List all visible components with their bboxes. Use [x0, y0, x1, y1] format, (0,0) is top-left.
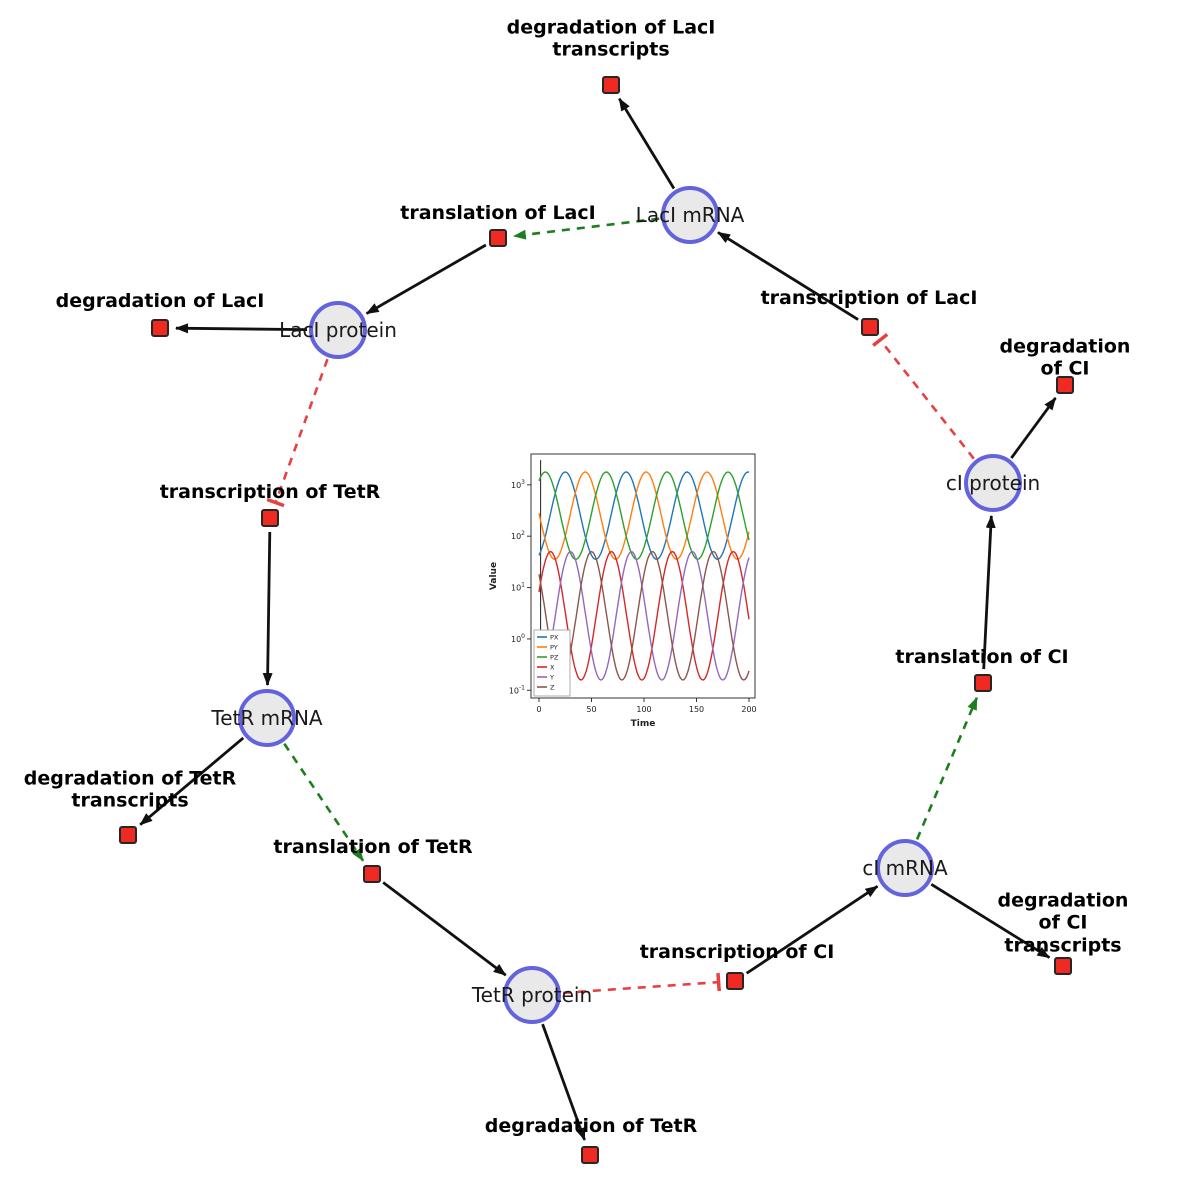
reaction-label-transcr_laci: transcription of LacI [760, 286, 978, 309]
edge-inhibitor-ci_protein-transcr_laci [872, 332, 975, 460]
reaction-node-transcr_laci[interactable] [861, 318, 879, 336]
edge-reactant-laci_protein-deg_laci [174, 323, 308, 334]
legend-box [533, 629, 571, 697]
reaction-node-deg_ci_tx[interactable] [1054, 957, 1072, 975]
reaction-label-deg_tetr: degradation of TetR [484, 1114, 698, 1137]
species-node-ci_mrna[interactable]: cI mRNA [862, 839, 948, 897]
edge-product-transcr_laci-laci_mrna [717, 231, 859, 321]
species-node-ci_protein[interactable]: cI protein [946, 454, 1040, 512]
y-tick-label: 100 [511, 633, 525, 644]
x-tick-label: 50 [586, 705, 596, 714]
reaction-node-transcr_tetr[interactable] [261, 509, 279, 527]
y-tick-label: 102 [511, 530, 525, 541]
reaction-node-deg_ci[interactable] [1056, 376, 1074, 394]
edge-product-transl_laci-laci_protein [365, 243, 487, 315]
reaction-node-deg_laci[interactable] [151, 319, 169, 337]
y-axis-label: Value [489, 562, 499, 590]
edge-inhibitor-laci_protein-transcr_tetr [266, 358, 329, 508]
species-label-tetr_protein: TetR protein [471, 983, 593, 1007]
edge-modifier-laci_mrna-transl_laci [512, 217, 660, 240]
legend-label-PX: PX [550, 634, 559, 642]
edge-reactant-ci_mrna-deg_ci_tx [930, 883, 1051, 959]
species-label-laci_mrna: LacI mRNA [635, 203, 745, 227]
reaction-label-deg_ci: degradation of CI [999, 335, 1131, 380]
series-line-X [538, 550, 750, 681]
reaction-label-transcr_tetr: transcription of TetR [159, 480, 381, 503]
reaction-label-transl_ci: translation of CI [895, 645, 1069, 668]
reaction-label-deg_laci: degradation of LacI [55, 289, 265, 312]
edge-modifier-ci_mrna-transl_ci [915, 696, 978, 840]
x-tick-label: 100 [636, 705, 651, 714]
species-node-tetr_mrna[interactable]: TetR mRNA [211, 689, 323, 747]
x-axis-label: Time [631, 719, 656, 729]
legend-label-PY: PY [550, 644, 558, 652]
reaction-node-deg_laci_tx[interactable] [602, 76, 620, 94]
reaction-node-transl_laci[interactable] [489, 229, 507, 247]
edge-inhibitor-tetr_protein-transcr_ci [562, 973, 721, 995]
x-tick-label: 200 [741, 705, 756, 714]
reaction-node-deg_tetr[interactable] [581, 1146, 599, 1164]
y-tick-label: 101 [511, 582, 525, 593]
reaction-label-transcr_ci: transcription of CI [639, 940, 835, 963]
species-label-ci_mrna: cI mRNA [862, 856, 948, 880]
edge-reactant-ci_protein-deg_ci [1010, 397, 1057, 459]
edge-product-transl_tetr-tetr_protein [382, 881, 507, 977]
series-line-PZ [538, 471, 750, 561]
reaction-node-deg_tetr_tx[interactable] [119, 826, 137, 844]
reaction-node-transl_ci[interactable] [974, 674, 992, 692]
edge-reactant-laci_mrna-deg_laci_tx [618, 97, 676, 190]
y-tick-label: 10-1 [509, 684, 525, 695]
series-line-Y [538, 550, 750, 681]
edge-product-transcr_ci-ci_mrna [745, 885, 879, 975]
legend-label-X: X [550, 664, 555, 672]
reaction-node-transcr_ci[interactable] [726, 972, 744, 990]
series-line-Z [538, 550, 750, 681]
reaction-label-deg_laci_tx: degradation of LacI transcripts [506, 16, 716, 61]
species-label-laci_protein: LacI protein [279, 318, 397, 342]
reaction-node-transl_tetr[interactable] [363, 865, 381, 883]
species-node-laci_protein[interactable]: LacI protein [279, 301, 397, 359]
series-line-PY [538, 471, 750, 561]
edge-product-transl_ci-ci_protein [982, 514, 996, 670]
legend-label-Z: Z [550, 684, 555, 692]
edge-reactant-tetr_protein-deg_tetr [541, 1023, 586, 1141]
species-label-ci_protein: cI protein [945, 471, 1041, 495]
reaction-label-deg_tetr_tx: degradation of TetR transcripts [23, 767, 237, 812]
legend-label-PZ: PZ [550, 654, 559, 662]
x-tick-label: 150 [689, 705, 704, 714]
reaction-label-transl_tetr: translation of TetR [273, 835, 473, 858]
legend-label-Y: Y [549, 674, 554, 682]
edge-reactant-tetr_mrna-deg_tetr_tx [139, 736, 245, 826]
x-tick-label: 0 [536, 705, 541, 714]
edge-product-transcr_tetr-tetr_mrna [262, 531, 273, 687]
reaction-label-deg_ci_tx: degradation of CI transcripts [997, 889, 1129, 957]
species-label-tetr_mrna: TetR mRNA [211, 706, 323, 730]
reaction-label-transl_laci: translation of LacI [400, 201, 596, 224]
species-node-laci_mrna[interactable]: LacI mRNA [636, 186, 744, 244]
y-tick-label: 103 [511, 479, 525, 490]
species-node-tetr_protein[interactable]: TetR protein [472, 966, 592, 1024]
series-line-PX [538, 471, 750, 561]
